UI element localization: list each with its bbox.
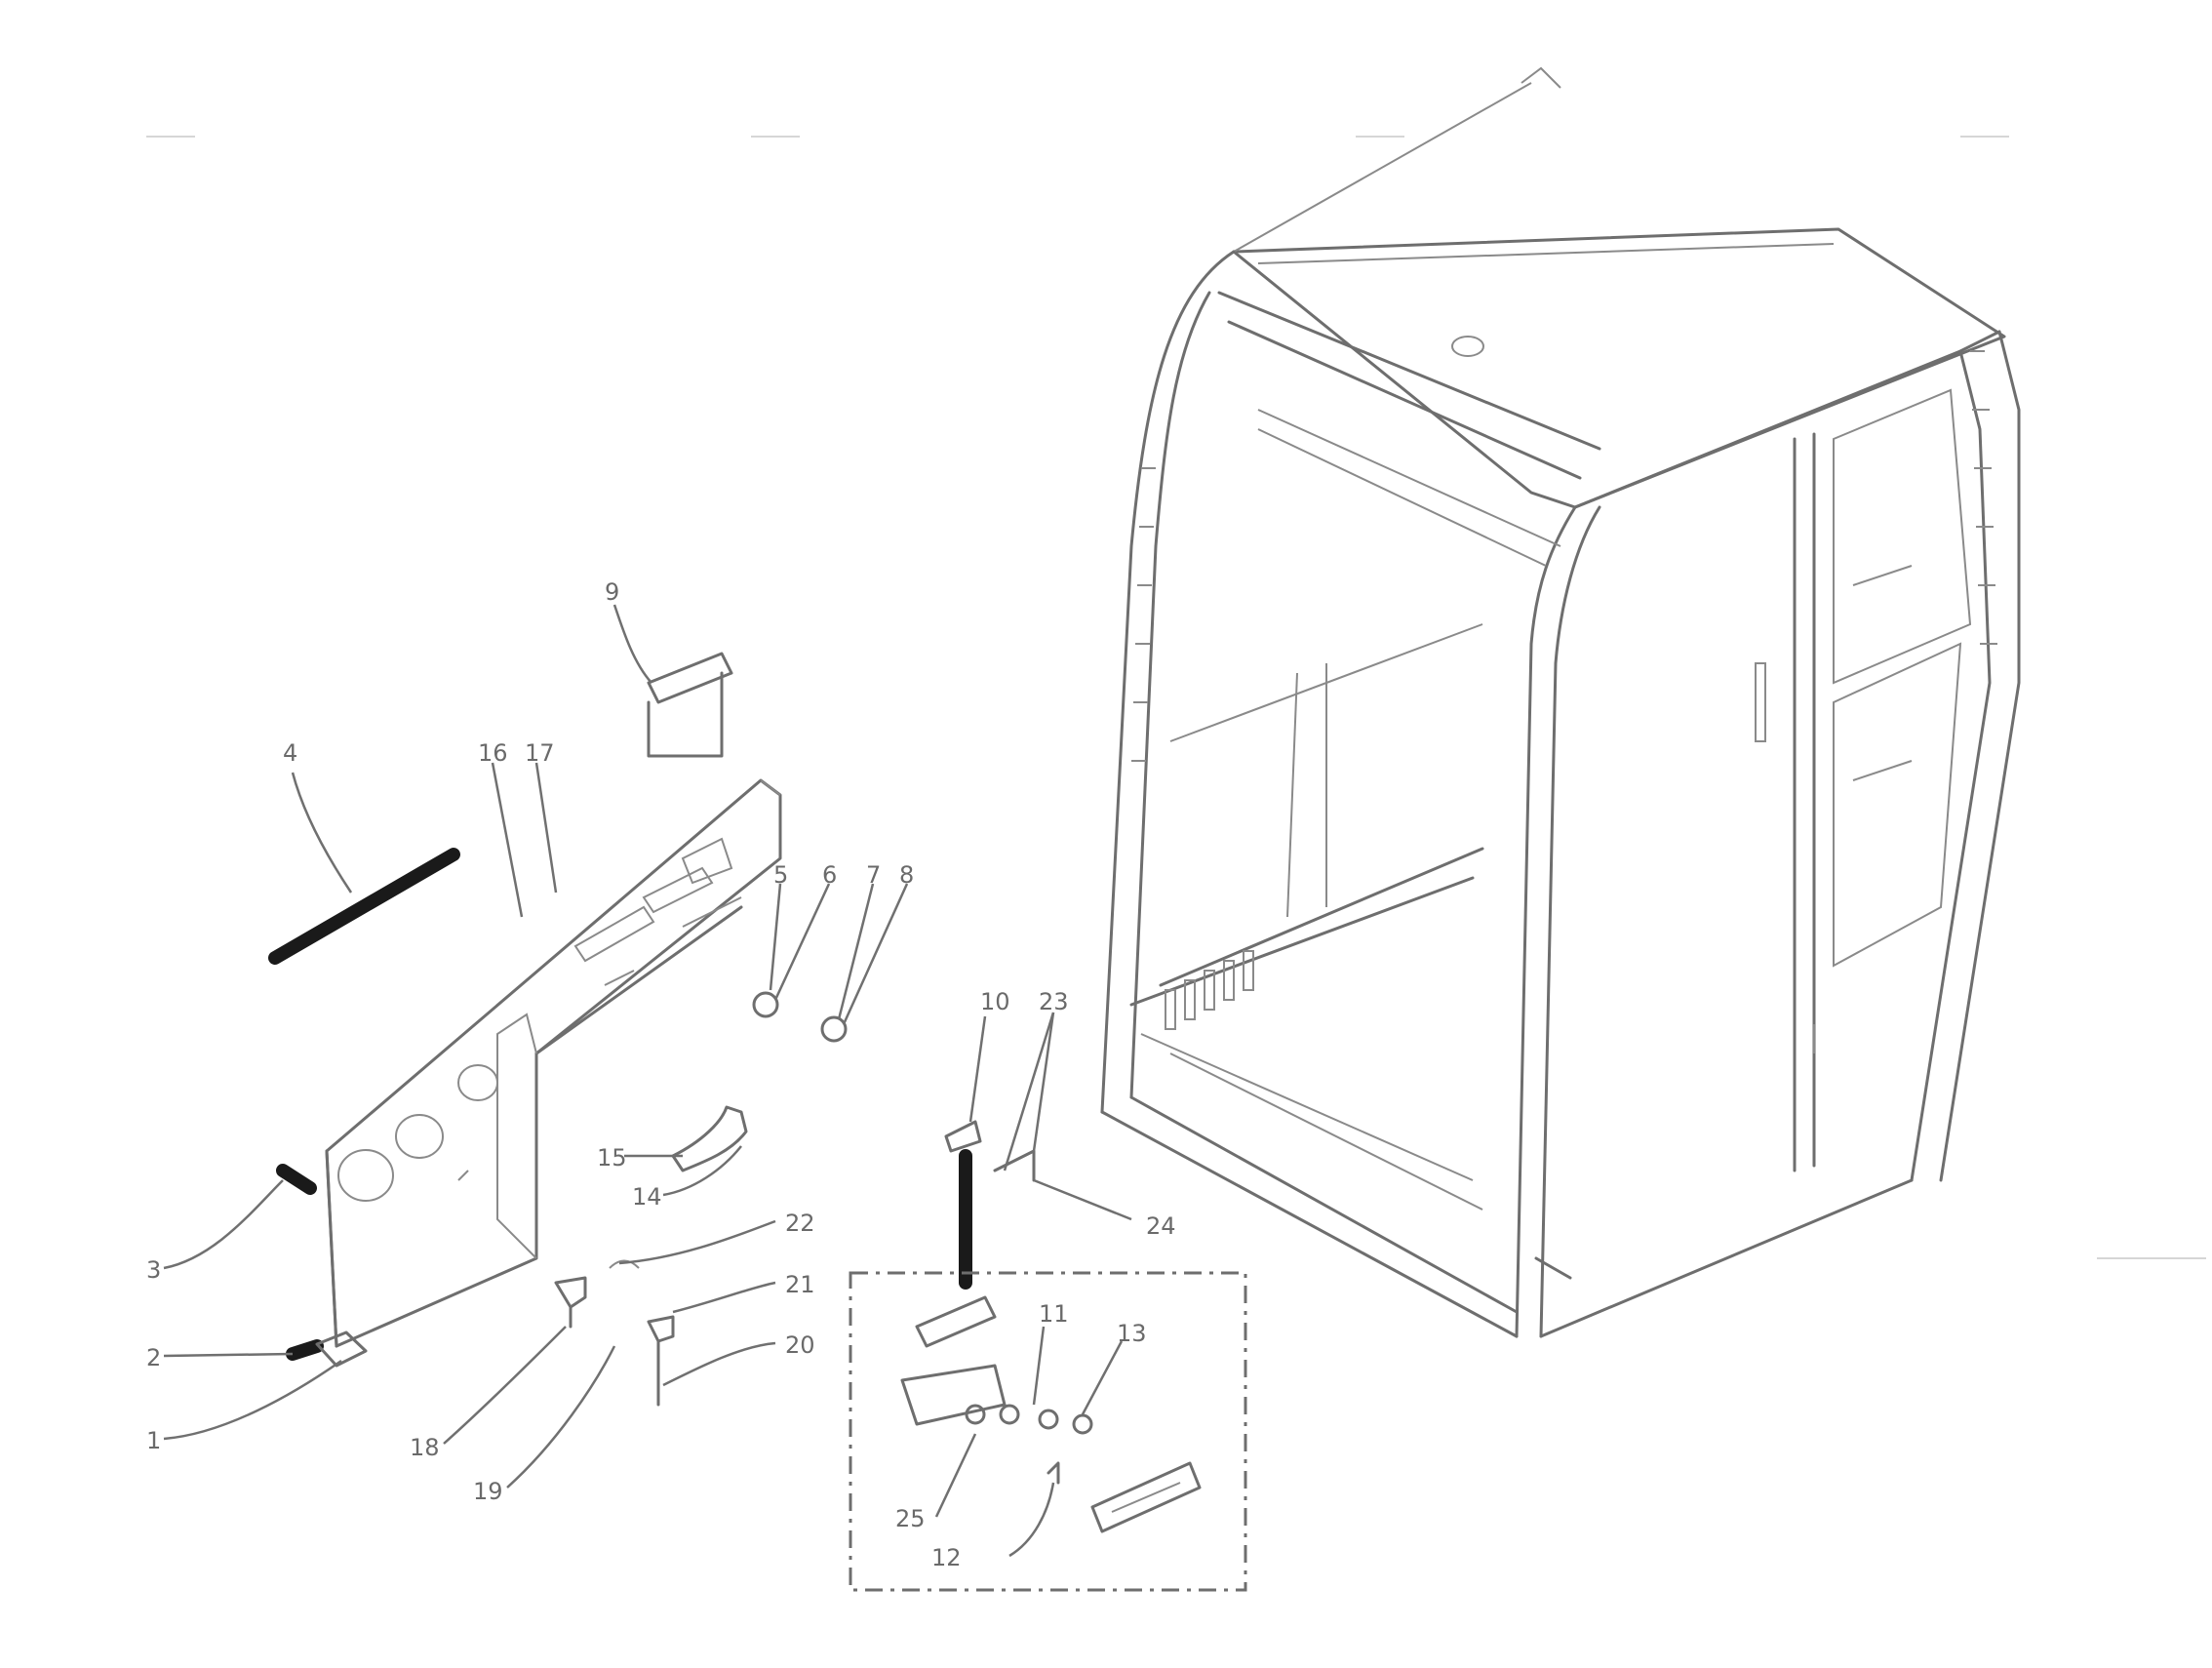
callout-5: 5 (773, 861, 788, 889)
callout-4: 4 (283, 739, 297, 767)
callout-12: 12 (931, 1544, 962, 1571)
console-panel (325, 778, 782, 1348)
item-4-bar (268, 848, 460, 965)
cab-assembly (1100, 66, 2021, 1338)
cab-vents (1165, 950, 1254, 1030)
item-1-part (315, 1330, 368, 1368)
callout-14: 14 (632, 1183, 662, 1211)
pin-part (944, 1120, 1036, 1290)
callout-8: 8 (899, 861, 914, 889)
callout-23: 23 (1039, 988, 1069, 1015)
callout-2: 2 (146, 1344, 161, 1371)
callout-19: 19 (473, 1478, 503, 1505)
callout-6: 6 (822, 861, 837, 889)
callout-15: 15 (597, 1144, 627, 1172)
nut-parts (752, 991, 848, 1043)
callout-24: 24 (1146, 1212, 1176, 1240)
screw-parts (554, 1259, 675, 1407)
scan-marks (146, 136, 2206, 1259)
callout-11: 11 (1039, 1300, 1069, 1328)
callout-13: 13 (1117, 1320, 1147, 1347)
callout-9: 9 (605, 578, 619, 606)
callout-22: 22 (785, 1210, 815, 1237)
callout-25: 25 (895, 1505, 926, 1532)
detail-box (849, 1271, 1247, 1592)
item-14-15-clip (671, 1105, 748, 1172)
callout-21: 21 (785, 1271, 815, 1298)
item-9-bracket (647, 652, 733, 758)
detail-box-parts (900, 1295, 1202, 1533)
callout-3: 3 (146, 1256, 161, 1284)
callout-7: 7 (866, 861, 881, 889)
item-3-part (276, 1164, 317, 1195)
callout-10: 10 (980, 988, 1010, 1015)
callout-20: 20 (785, 1331, 815, 1359)
callout-17: 17 (525, 739, 555, 767)
callout-16: 16 (478, 739, 508, 767)
callout-1: 1 (146, 1427, 161, 1454)
callout-labels: 1 2 3 4 9 16 17 5 6 7 8 15 14 22 21 20 1… (146, 578, 1176, 1571)
item-2-part (286, 1339, 324, 1361)
leader-lines (163, 604, 1132, 1558)
callout-18: 18 (410, 1434, 440, 1461)
